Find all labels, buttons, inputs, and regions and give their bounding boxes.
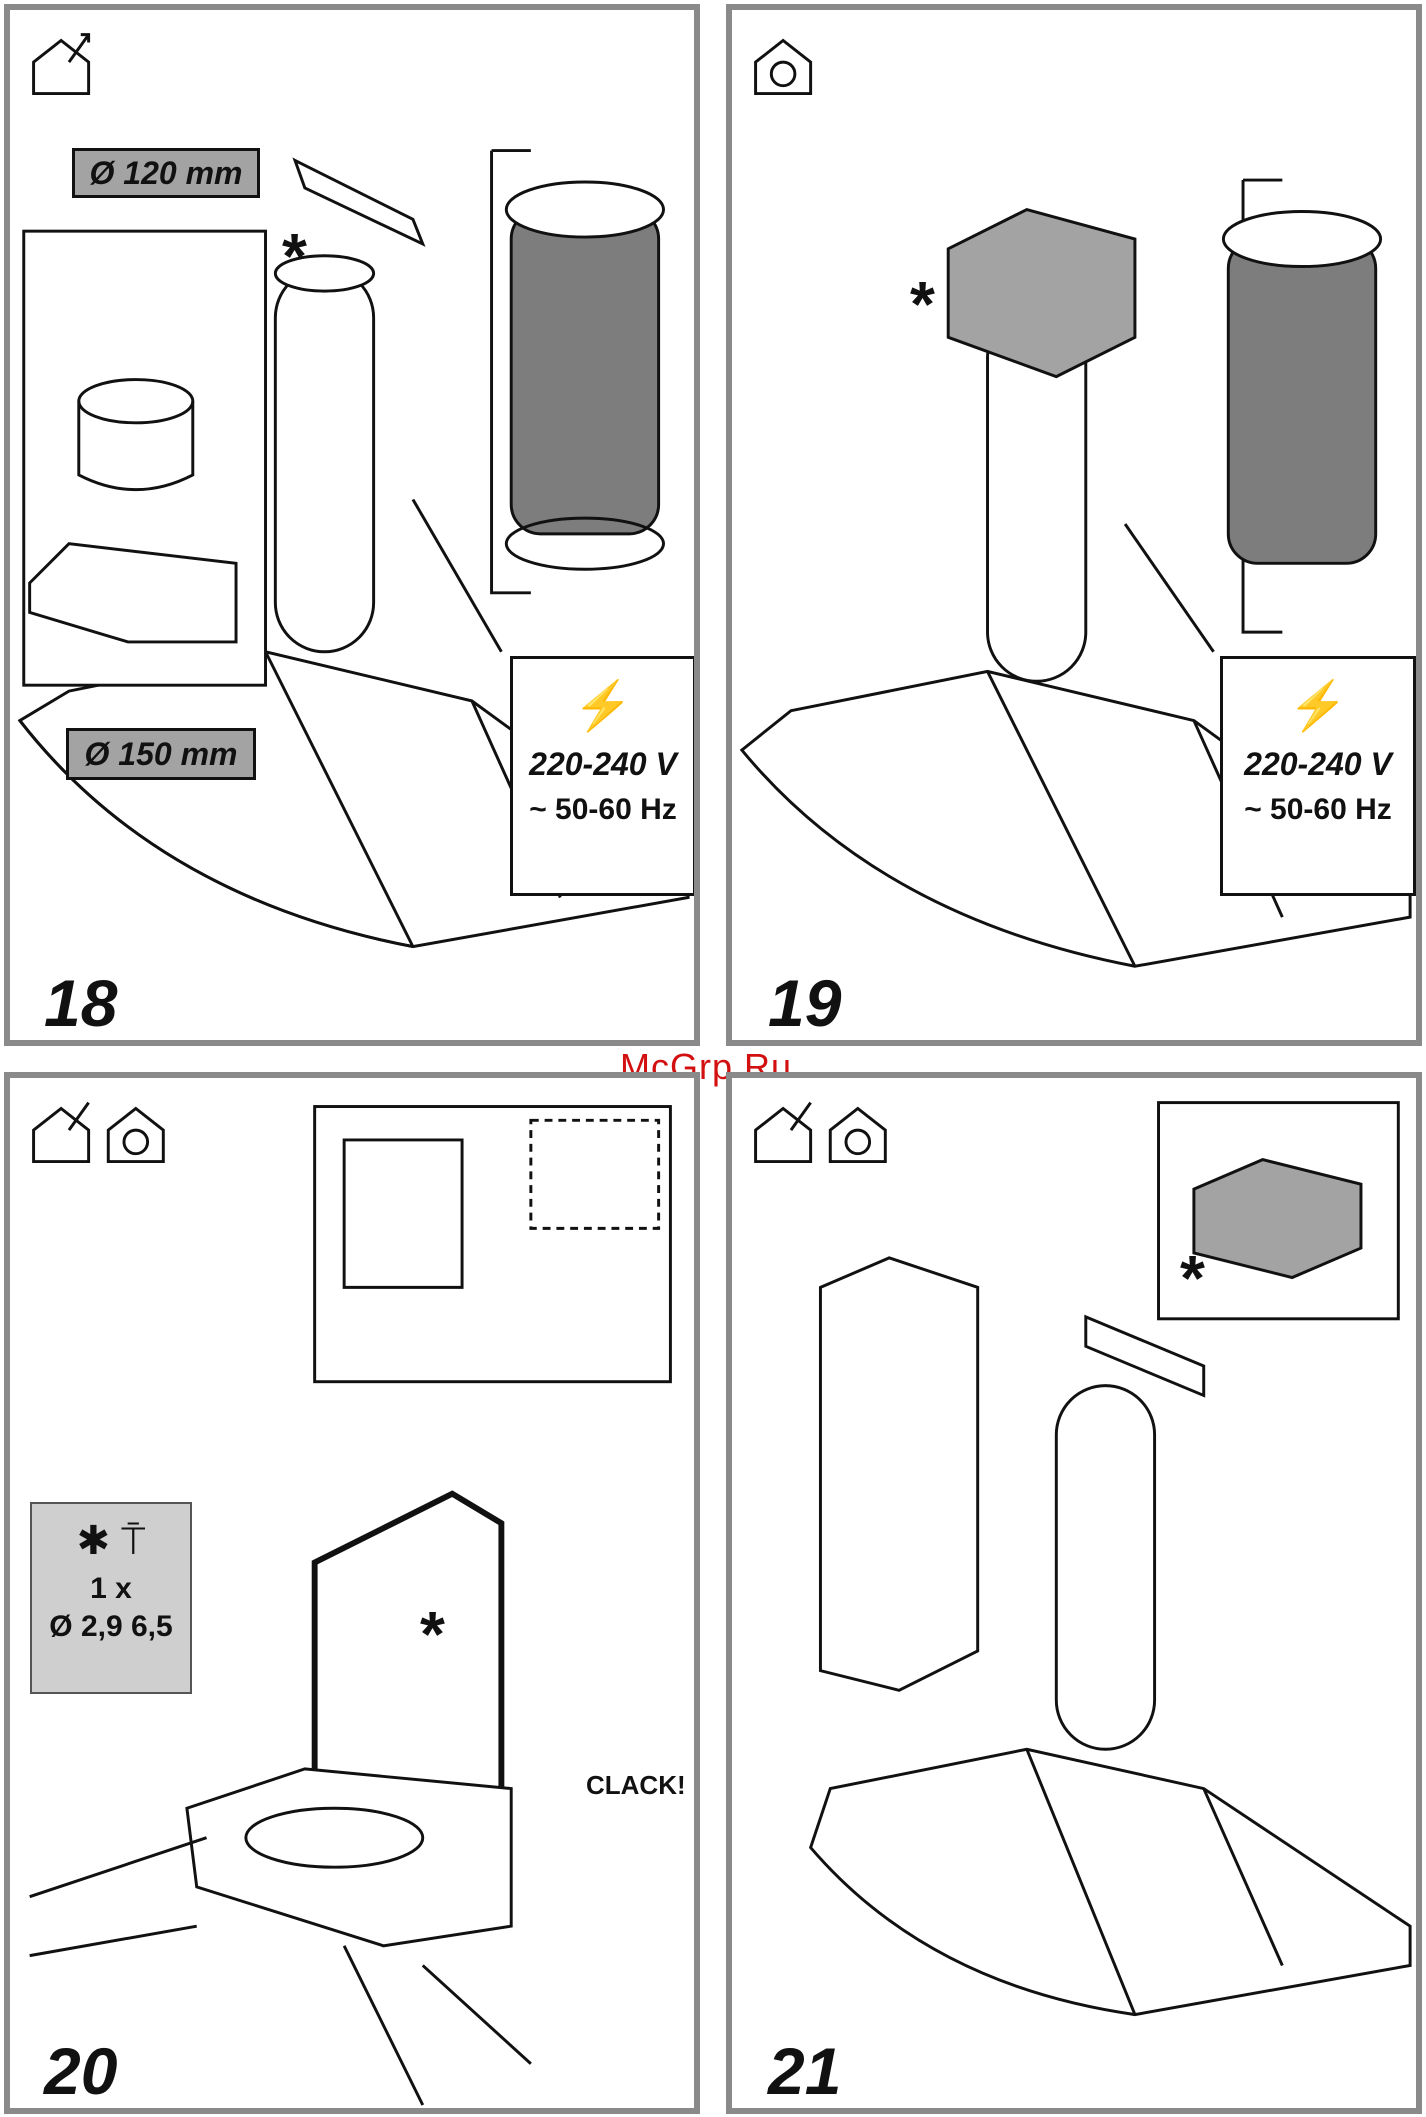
diameter-150-tag: Ø 150 mm <box>66 728 256 780</box>
step-number: 18 <box>44 970 117 1036</box>
asterisk-mark: * <box>910 272 935 336</box>
diameter-120-tag: Ø 120 mm <box>72 148 260 198</box>
screw-icon: ✱ ⍑ <box>32 1518 190 1564</box>
step-number: 20 <box>44 2038 117 2104</box>
step-number: 19 <box>768 970 841 1036</box>
panel-step-21: * 21 <box>726 1072 1422 2114</box>
step-21-illustration <box>732 1078 1416 2108</box>
panel-step-20: * ✱ ⍑ 1 x Ø 2,9 6,5 CLACK! 20 <box>4 1072 700 2114</box>
power-spec-box: ⚡ 220-240 V ~ 50-60 Hz <box>1220 656 1416 896</box>
screw-spec-box: ✱ ⍑ 1 x Ø 2,9 6,5 <box>30 1502 192 1694</box>
asterisk-mark: * <box>1180 1246 1205 1310</box>
asterisk-mark: * <box>420 1602 445 1666</box>
lightning-icon: ⚡ <box>1223 677 1413 734</box>
screw-quantity: 1 x <box>32 1572 190 1606</box>
power-spec-box: ⚡ 220-240 V ~ 50-60 Hz <box>510 656 696 896</box>
asterisk-mark: * <box>282 224 307 288</box>
clack-label: CLACK! <box>586 1770 686 1801</box>
panel-step-19: * ⚡ 220-240 V ~ 50-60 Hz 19 <box>726 4 1422 1046</box>
frequency-label: ~ 50-60 Hz <box>513 793 693 827</box>
screw-size: Ø 2,9 6,5 <box>32 1610 190 1644</box>
panel-step-18: Ø 120 mm Ø 150 mm * ⚡ 220-240 V ~ 50-60 … <box>4 4 700 1046</box>
step-number: 21 <box>768 2038 841 2104</box>
voltage-label: 220-240 V <box>1223 746 1413 783</box>
frequency-label: ~ 50-60 Hz <box>1223 793 1413 827</box>
voltage-label: 220-240 V <box>513 746 693 783</box>
lightning-icon: ⚡ <box>513 677 693 734</box>
